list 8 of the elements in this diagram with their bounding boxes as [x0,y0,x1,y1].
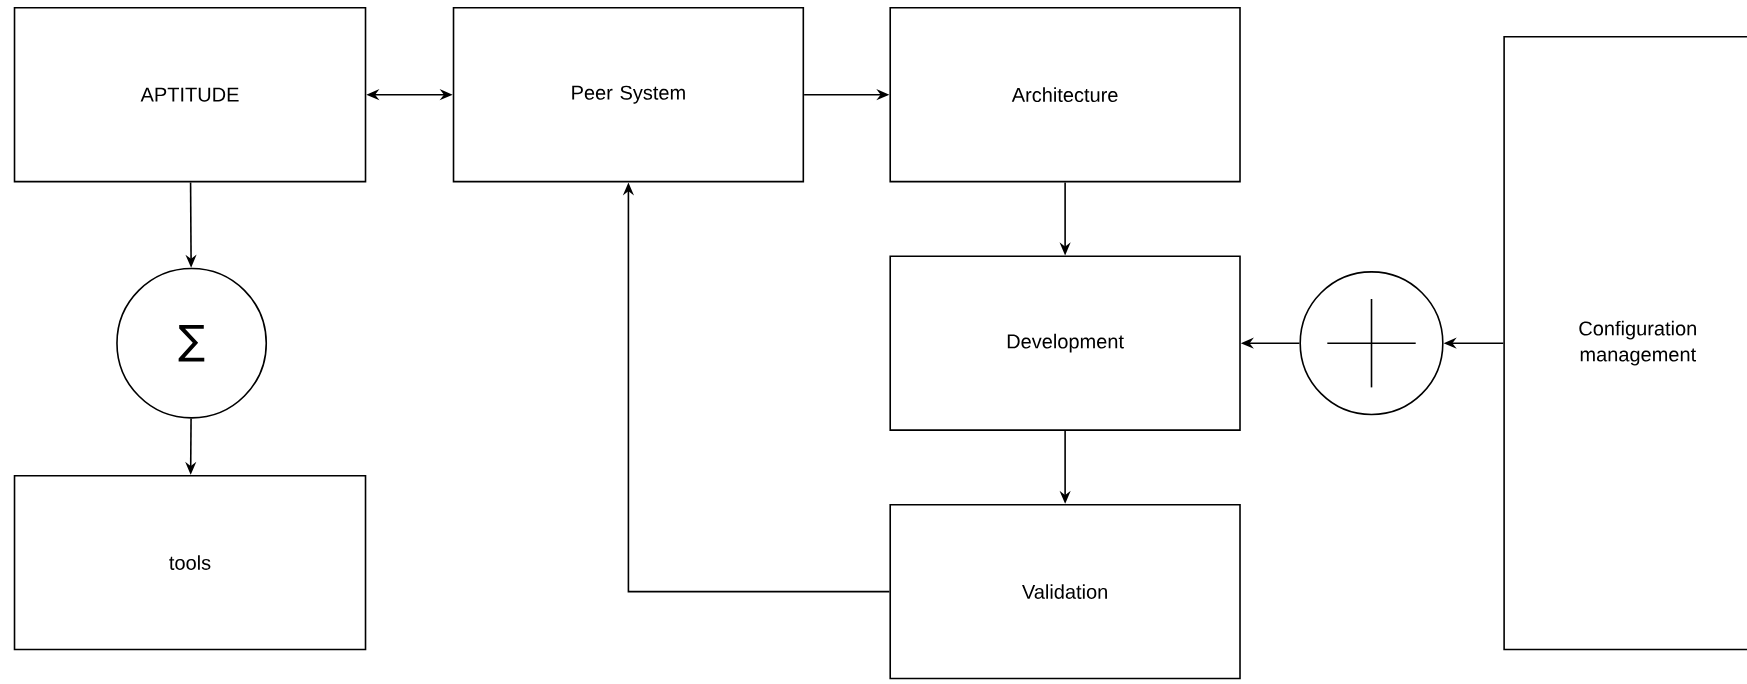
process-box: Architecture [889,7,1241,183]
process-box: Development [889,255,1241,431]
process-box: Validation [889,503,1241,680]
process-box: Peer System [452,7,805,183]
process-box: tools [13,474,367,651]
process-box: Configuration management [1503,36,1747,651]
plus-circle [1299,271,1444,416]
process-box: APTITUDE [13,7,367,183]
